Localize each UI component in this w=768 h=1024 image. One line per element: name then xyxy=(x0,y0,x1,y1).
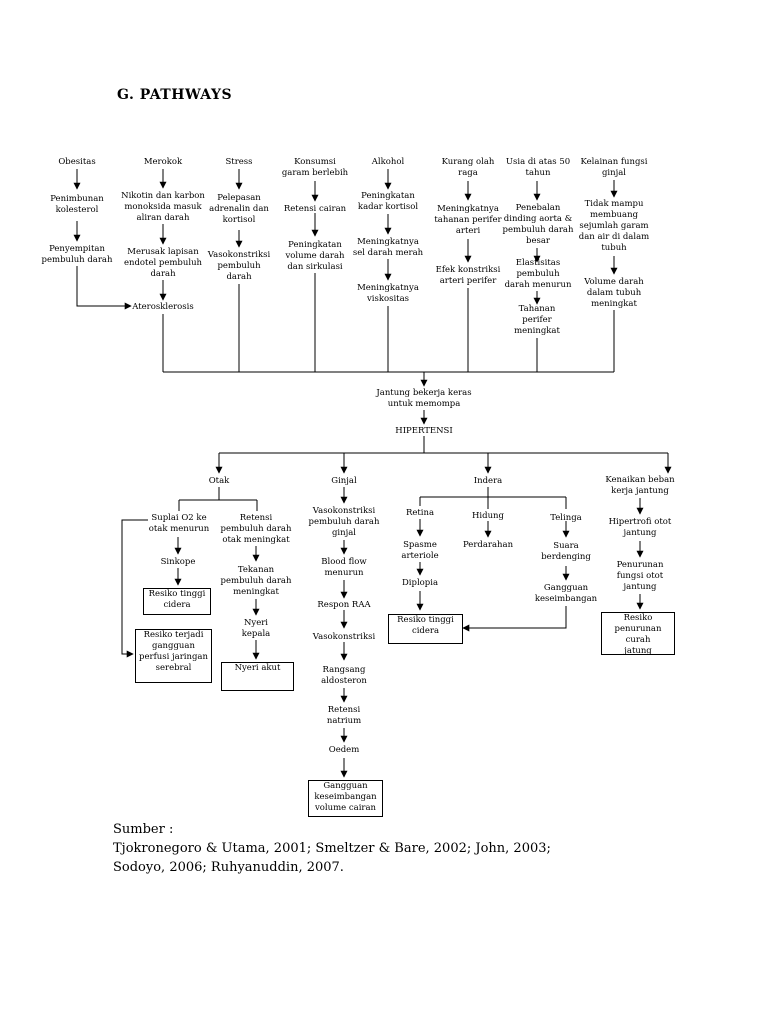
node-perdarahan: Perdarahan xyxy=(462,540,514,550)
node-meningkatnya-viskositas: Meningkatnya viskositas xyxy=(357,283,419,304)
node-peningkatan-kortisol: Peningkatan kadar kortisol xyxy=(357,191,419,212)
node-peningkatan-volume: Peningkatan volume darah dan sirkulasi xyxy=(285,240,345,272)
node-merokok: Merokok xyxy=(143,157,183,167)
node-aterosklerosis: Aterosklerosis xyxy=(132,302,194,312)
box-resiko-curah-jantung: Resiko penurunan curah jatung xyxy=(601,612,675,656)
node-meningkatnya-sel-darah: Meningkatnya sel darah merah xyxy=(352,237,424,258)
node-tidak-mampu: Tidak mampu membuang sejumlah garam dan … xyxy=(578,199,650,253)
node-konsumsi-garam: Konsumsi garam berlebih xyxy=(281,157,349,178)
node-retensi-natrium: Retensi natrium xyxy=(326,705,362,726)
node-tahanan-perifer: Tahanan perifer meningkat xyxy=(514,304,560,336)
node-efek-konstriksi: Efek konstriksi arteri perifer xyxy=(435,265,501,286)
node-vasokonstriksi: Vasokonstriksi xyxy=(312,632,376,642)
node-meningkatnya-tahanan: Meningkatnya tahanan perifer arteri xyxy=(434,204,502,236)
box-resiko-cidera-otak: Resiko tinggi cidera xyxy=(143,588,211,615)
node-hipertrofi: Hipertrofi otot jantung xyxy=(608,517,672,538)
node-otak: Otak xyxy=(208,476,230,486)
node-retina: Retina xyxy=(405,508,435,518)
node-alkohol: Alkohol xyxy=(371,157,405,167)
node-penimbunan-kolesterol: Penimbunan kolesterol xyxy=(50,194,104,215)
source-section: Sumber : Tjokronegoro & Utama, 2001; Sme… xyxy=(113,820,583,877)
node-penurunan-fungsi: Penurunan fungsi otot jantung xyxy=(616,560,664,592)
node-kelainan-fungsi-ginjal: Kelainan fungsi ginjal xyxy=(580,157,648,178)
node-kenaikan-beban: Kenaikan beban kerja jantung xyxy=(605,475,675,496)
node-hidung: Hidung xyxy=(472,511,504,521)
node-spasme-arteriole: Spasme arteriole xyxy=(401,540,439,561)
node-indera: Indera xyxy=(473,476,503,486)
box-resiko-perfusi: Resiko terjadi gangguan perfusi jaringan… xyxy=(135,629,212,683)
node-hipertensi: HIPERTENSI xyxy=(395,426,453,436)
source-label: Sumber : xyxy=(113,822,174,837)
node-penyempitan-pembuluh: Penyempitan pembuluh darah xyxy=(41,244,113,265)
node-usia: Usia di atas 50 tahun xyxy=(505,157,571,178)
node-merusak-endotel: Merusak lapisan endotel pembuluh darah xyxy=(123,247,203,279)
node-nyeri-kepala: Nyeri kepala xyxy=(241,618,271,639)
node-vasokonstriksi-pembuluh: Vasokonstriksi pembuluh darah xyxy=(207,250,271,282)
node-penebalan-dinding: Penebalan dinding aorta & pembuluh darah… xyxy=(502,203,574,246)
node-elastisitas: Elastisitas pembuluh darah menurun xyxy=(504,258,572,290)
node-respon-raa: Respon RAA xyxy=(317,600,371,610)
node-vasokonstriksi-ginjal: Vasokonstriksi pembuluh darah ginjal xyxy=(308,506,380,538)
node-tekanan-pembuluh: Tekanan pembuluh darah meningkat xyxy=(220,565,292,597)
node-gangguan-keseimbangan: Gangguan keseimbangan xyxy=(534,583,598,604)
node-nikotin: Nikotin dan karbon monoksida masuk alira… xyxy=(121,191,205,223)
node-obesitas: Obesitas xyxy=(58,157,96,167)
node-volume-darah: Volume darah dalam tubuh meningkat xyxy=(584,277,644,309)
node-rangsang-aldosteron: Rangsang aldosteron xyxy=(321,665,367,686)
node-kurang-olah-raga: Kurang olah raga xyxy=(441,157,495,178)
source-citation: Tjokronegoro & Utama, 2001; Smeltzer & B… xyxy=(113,841,551,875)
node-jantung-bekerja: Jantung bekerja keras untuk memompa xyxy=(376,388,472,409)
node-telinga: Telinga xyxy=(550,513,582,523)
box-nyeri-akut: Nyeri akut xyxy=(221,662,294,691)
box-gangguan-volume-cairan: Gangguan keseimbangan volume cairan xyxy=(308,780,383,817)
node-ginjal: Ginjal xyxy=(331,476,357,486)
node-retensi-pembuluh-otak: Retensi pembuluh darah otak meningkat xyxy=(220,513,292,545)
node-sinkope: Sinkope xyxy=(160,557,196,567)
box-resiko-cidera-indera: Resiko tinggi cidera xyxy=(388,614,463,644)
node-suara-berdenging: Suara berdenging xyxy=(541,541,591,562)
node-oedem: Oedem xyxy=(328,745,360,755)
node-suplai-o2: Suplai O2 ke otak menurun xyxy=(148,513,210,534)
node-stress: Stress xyxy=(225,157,253,167)
node-blood-flow: Blood flow menurun xyxy=(321,557,367,578)
node-retensi-cairan: Retensi cairan xyxy=(283,204,347,214)
page-heading: G. PATHWAYS xyxy=(117,87,233,103)
node-pelepasan-adrenalin: Pelepasan adrenalin dan kortisol xyxy=(209,193,269,225)
node-diplopia: Diplopia xyxy=(401,578,439,588)
